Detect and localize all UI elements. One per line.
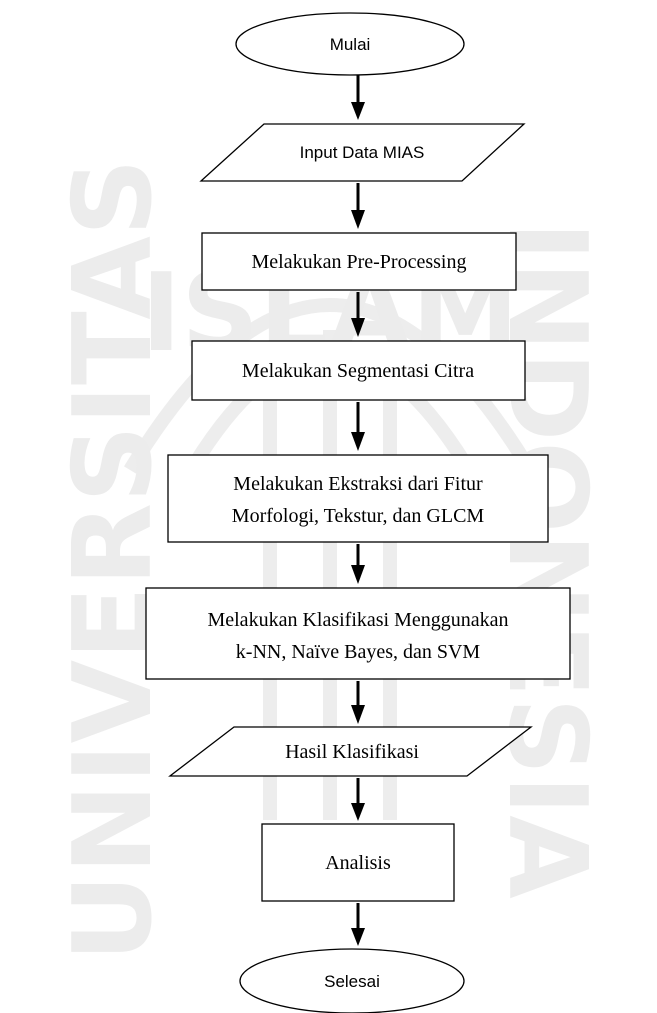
arrow-segmentation-to-extraction	[351, 402, 365, 451]
start-label: Mulai	[330, 35, 371, 54]
watermark-right-text: INDONESIA	[484, 221, 609, 899]
segmentation-node: Melakukan Segmentasi Citra	[191, 340, 526, 401]
classification-label-line1: Melakukan Klasifikasi Menggunakan	[207, 609, 508, 631]
preprocessing-node: Melakukan Pre-Processing	[201, 232, 517, 291]
arrow-preprocessing-to-segmentation	[351, 292, 365, 337]
classification-node: Melakukan Klasifikasi Menggunakan k-NN, …	[145, 587, 571, 680]
arrow-input-to-preprocessing	[351, 183, 365, 229]
arrow-start-to-input	[351, 75, 365, 120]
analysis-label: Analisis	[325, 852, 391, 874]
classification-result-node: Hasil Klasifikasi	[168, 726, 533, 777]
extraction-label-line1: Melakukan Ekstraksi dari Fitur	[233, 473, 483, 495]
arrow-analysis-to-end	[351, 903, 365, 946]
extraction-label-line2: Morfologi, Tekstur, dan GLCM	[232, 505, 485, 527]
preprocessing-label: Melakukan Pre-Processing	[252, 251, 467, 273]
input-data-node: Input Data MIAS	[199, 123, 526, 182]
arrow-result-to-analysis	[351, 778, 365, 821]
watermark-left-text: UNIVERSITAS	[51, 158, 176, 961]
analysis-node: Analisis	[261, 823, 455, 902]
arrow-classification-to-result	[351, 681, 365, 724]
arrow-extraction-to-classification	[351, 544, 365, 584]
feature-extraction-node: Melakukan Ekstraksi dari Fitur Morfologi…	[167, 454, 549, 543]
end-terminator: Selesai	[239, 948, 465, 1013]
classification-label-line2: k-NN, Naïve Bayes, dan SVM	[236, 641, 481, 663]
segmentation-label: Melakukan Segmentasi Citra	[242, 360, 474, 382]
end-label: Selesai	[324, 972, 380, 991]
input-data-label: Input Data MIAS	[300, 143, 425, 162]
result-label: Hasil Klasifikasi	[285, 741, 419, 763]
start-terminator: Mulai	[235, 12, 465, 76]
